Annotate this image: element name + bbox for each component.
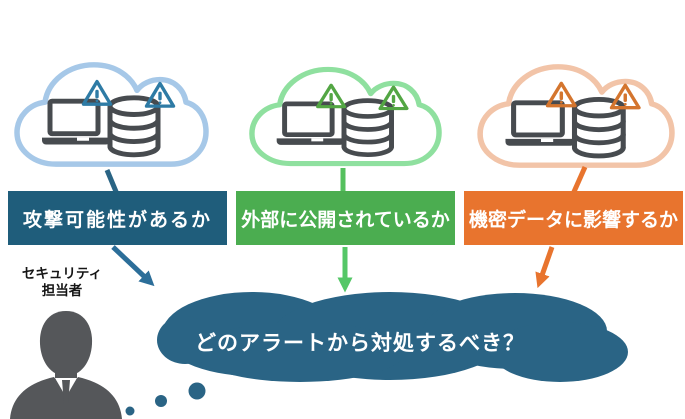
cloud-2-graphic xyxy=(249,66,442,167)
person-label-line1: セキュリティ xyxy=(21,266,103,281)
person-icon xyxy=(10,311,122,419)
connector-cloud1-banner1 xyxy=(104,169,120,195)
bubble-trail-dot xyxy=(155,395,167,407)
person-label: セキュリティ 担当者 xyxy=(6,266,118,300)
laptop-icon xyxy=(42,98,110,145)
arrow-banner3-to-bubble xyxy=(535,246,555,289)
cloud-attack-possibility xyxy=(10,56,210,172)
warning-icon xyxy=(144,81,176,108)
cloud-3-graphic xyxy=(477,64,675,168)
banner-external-exposure: 外部に公開されているか xyxy=(236,191,455,245)
cloud-external-exposure xyxy=(245,61,443,171)
banner-attack-possibility: 攻撃可能性があるか xyxy=(8,191,227,245)
warning-icon xyxy=(316,83,347,109)
connector-cloud3-banner3 xyxy=(570,165,588,196)
person-label-line2: 担当者 xyxy=(41,282,83,298)
bubble-trail-dot xyxy=(125,406,135,416)
banner-sensitive-data: 機密データに影響するか xyxy=(464,191,683,245)
warning-icon xyxy=(81,79,113,106)
arrow-banner1-to-bubble xyxy=(111,245,155,287)
cloud-outline xyxy=(249,66,442,167)
cloud-sensitive-data xyxy=(473,58,676,173)
database-icon xyxy=(107,95,161,158)
laptop-icon xyxy=(505,100,575,146)
cloud-outline xyxy=(477,64,675,168)
thought-bubble xyxy=(125,292,628,416)
warning-icon xyxy=(609,83,641,110)
cloud-1-graphic xyxy=(14,62,209,167)
warning-icon xyxy=(378,85,409,111)
laptop-icon xyxy=(276,101,344,145)
warning-icon xyxy=(545,81,577,108)
cloud-outline xyxy=(14,62,209,167)
bubble-trail-dot xyxy=(188,382,206,400)
thought-bubble-text: どのアラートから対処するべき？ xyxy=(195,332,525,355)
